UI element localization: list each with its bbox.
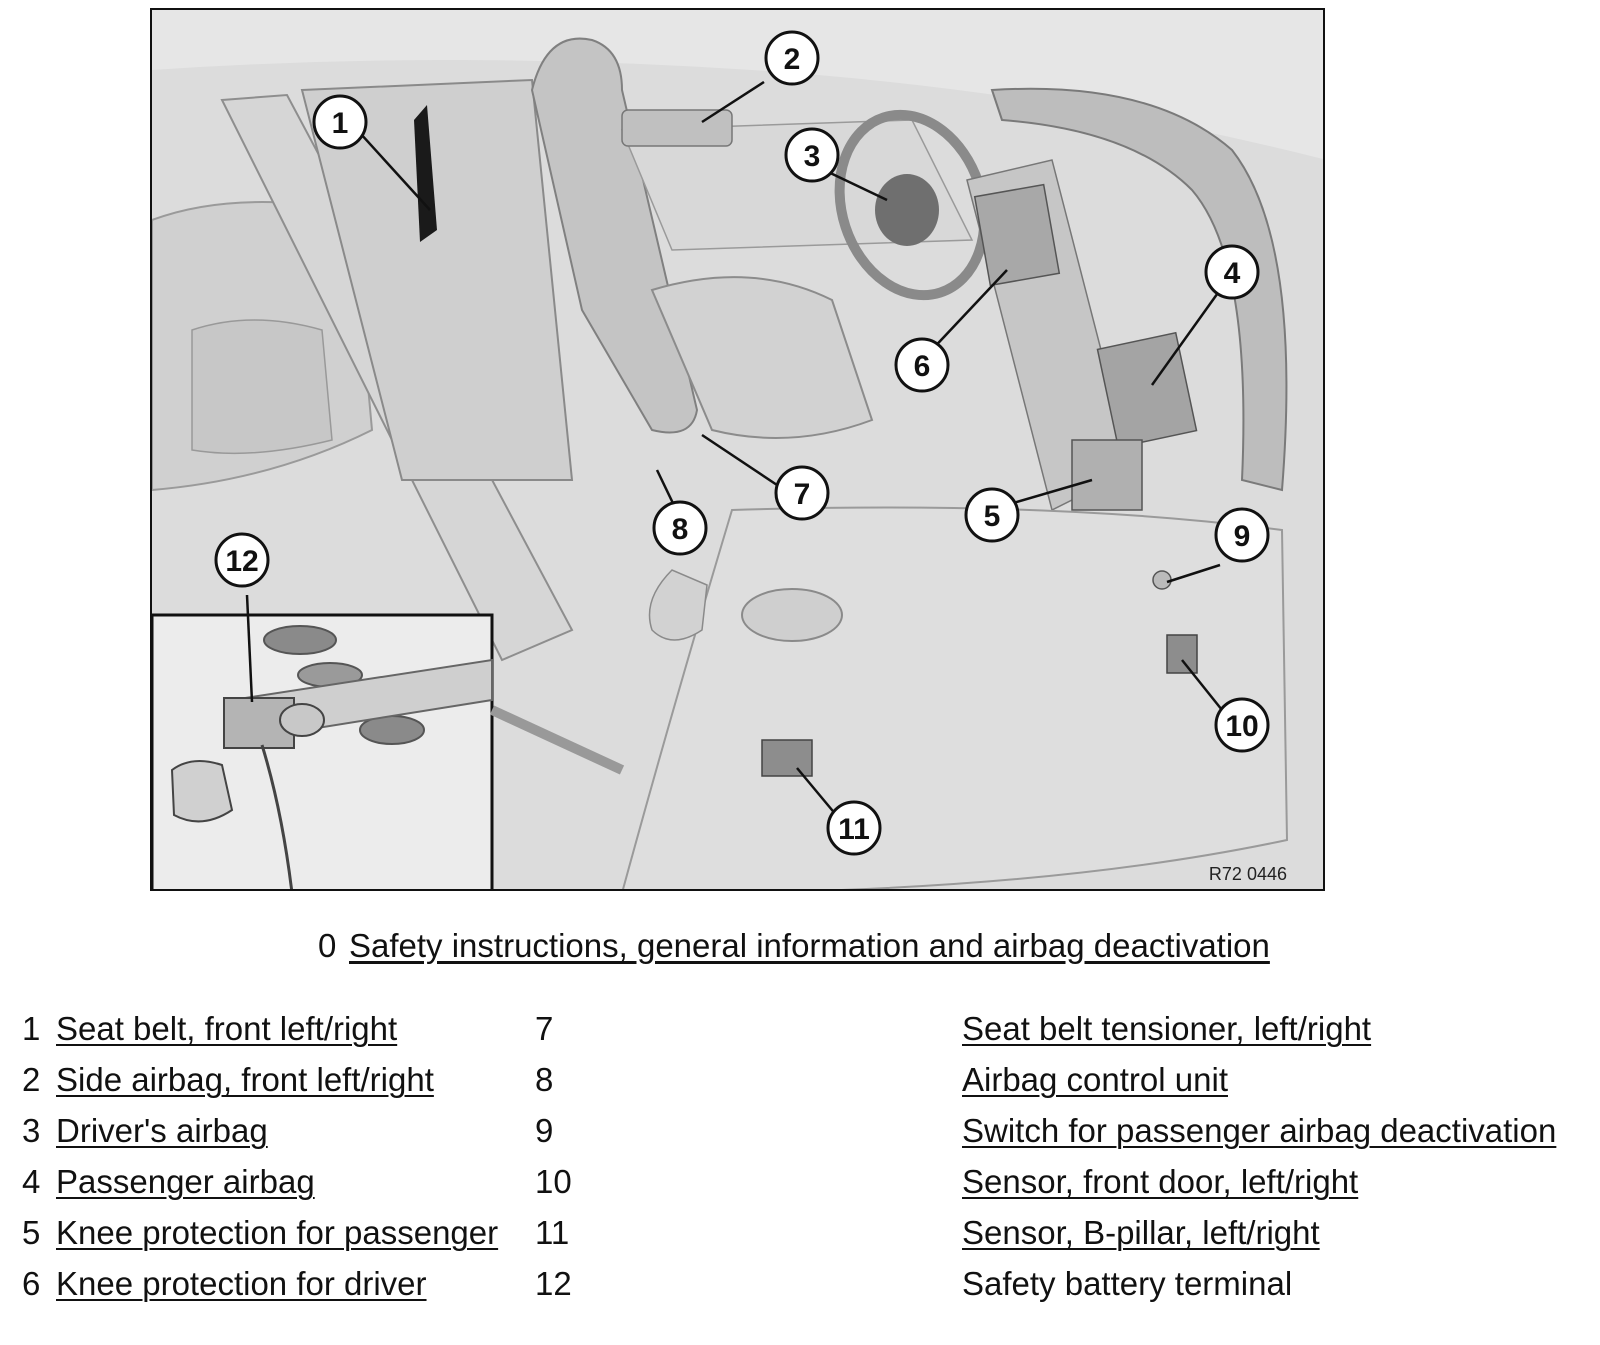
- legend-number: 4: [22, 1163, 41, 1200]
- callout-number: 6: [914, 350, 931, 383]
- seat-backrest: [530, 37, 699, 434]
- leader-line-4: [1150, 289, 1222, 386]
- seat-belt-retractor: [414, 105, 437, 242]
- callout-circle: [784, 127, 840, 183]
- terminal-wire: [260, 744, 294, 889]
- airbag-control-unit-box: [973, 183, 1061, 287]
- support-strut: [489, 705, 625, 775]
- legend-number: 5: [22, 1214, 41, 1251]
- callout-2: 2: [764, 30, 820, 86]
- door-sensor: [1166, 634, 1198, 674]
- deactivation-switch: [1152, 570, 1172, 590]
- terminal-lug: [170, 760, 234, 823]
- legend-link[interactable]: Switch for passenger airbag deactivation: [962, 1112, 1557, 1149]
- callout-5: 5: [964, 487, 1020, 543]
- legend-number: 7: [535, 1010, 554, 1047]
- legend-number: 6: [22, 1265, 41, 1302]
- callout-circle: [1214, 697, 1270, 753]
- legend-number: 12: [535, 1265, 572, 1302]
- callout-circle: [1204, 244, 1260, 300]
- knee-airbag-module: [1071, 439, 1143, 511]
- callout-number: 8: [672, 513, 689, 546]
- legend-number: 10: [535, 1163, 572, 1200]
- callout-circle: [1214, 507, 1270, 563]
- side-airbag-module: [621, 109, 733, 147]
- callout-number: 10: [1225, 710, 1258, 743]
- legend-link[interactable]: Seat belt tensioner, left/right: [962, 1010, 1372, 1047]
- legend-link[interactable]: Sensor, front door, left/right: [962, 1163, 1359, 1200]
- callout-number: 9: [1234, 520, 1251, 553]
- callout-circle: [214, 532, 270, 588]
- legend-link[interactable]: Airbag control unit: [962, 1061, 1228, 1098]
- callout-number: 2: [784, 43, 801, 76]
- leader-line-9: [1166, 563, 1221, 584]
- callout-number: 11: [838, 813, 870, 846]
- callout-number: 12: [225, 545, 258, 578]
- callout-3: 3: [784, 127, 840, 183]
- driver-airbag-hub: [875, 174, 939, 246]
- leader-line-1: [349, 121, 431, 211]
- callout-circle: [826, 800, 882, 856]
- callout-circle: [312, 94, 368, 150]
- passenger-airbag-module: [1096, 331, 1198, 449]
- legend-number: 11: [535, 1214, 570, 1251]
- legend-link[interactable]: Seat belt, front left/right: [56, 1010, 398, 1047]
- leader-line-12: [245, 594, 254, 703]
- callout-11: 11: [826, 800, 882, 856]
- door-handle-recess: [741, 588, 843, 642]
- caption-link[interactable]: Safety instructions, general information…: [349, 927, 1270, 964]
- legend-label: Safety battery terminal: [962, 1265, 1293, 1302]
- legend-link[interactable]: Sensor, B-pillar, left/right: [962, 1214, 1320, 1251]
- callout-circle: [774, 465, 830, 521]
- instrument-panel-arc: [990, 87, 1288, 492]
- callout-number: 3: [804, 140, 821, 173]
- legend-link[interactable]: Side airbag, front left/right: [56, 1061, 434, 1098]
- b-pillar-sensor: [761, 739, 813, 777]
- callout-8: 8: [652, 500, 708, 556]
- battery-cell-1: [263, 625, 337, 655]
- callout-number: 1: [332, 107, 349, 140]
- callout-9: 9: [1214, 507, 1270, 563]
- front-door-panel: [622, 506, 1289, 889]
- callout-circle: [764, 30, 820, 86]
- callout-circle: [894, 337, 950, 393]
- callout-number: 4: [1224, 257, 1241, 290]
- leader-line-6: [926, 269, 1008, 356]
- legend-number: 8: [535, 1061, 554, 1098]
- legend-number: 3: [22, 1112, 41, 1149]
- leader-line-10: [1181, 659, 1223, 711]
- leader-line-3: [823, 168, 888, 202]
- callout-circle: [652, 500, 708, 556]
- door-hinge-cover: [648, 569, 708, 641]
- battery-terminal-inset: [152, 613, 494, 889]
- leader-lines: [245, 80, 1223, 823]
- callout-10: 10: [1214, 697, 1270, 753]
- callout-number: 5: [984, 500, 1001, 533]
- terminal-clamp: [279, 703, 325, 737]
- legend-number: 9: [535, 1112, 554, 1149]
- callout-circle: [964, 487, 1020, 543]
- callout-12: 12: [214, 532, 270, 588]
- legend-number: 2: [22, 1061, 41, 1098]
- seat-cushion: [650, 276, 874, 439]
- legend-link[interactable]: Driver's airbag: [56, 1112, 268, 1149]
- legend-link[interactable]: Passenger airbag: [56, 1163, 315, 1200]
- legend-number: 1: [22, 1010, 41, 1047]
- figure-reference: R72 0446: [1209, 864, 1287, 884]
- legend-link[interactable]: Knee protection for passenger: [56, 1214, 499, 1251]
- leader-line-2: [701, 80, 765, 124]
- callout-1: 1: [312, 94, 368, 150]
- side-trim-panel: [300, 78, 574, 481]
- legend-link[interactable]: Knee protection for driver: [56, 1265, 427, 1302]
- callout-6: 6: [894, 337, 950, 393]
- rear-wheel-arch: [191, 319, 333, 455]
- callout-7: 7: [774, 465, 830, 521]
- caption-number: 0: [318, 927, 337, 964]
- callout-number: 7: [794, 478, 811, 511]
- callout-4: 4: [1204, 244, 1260, 300]
